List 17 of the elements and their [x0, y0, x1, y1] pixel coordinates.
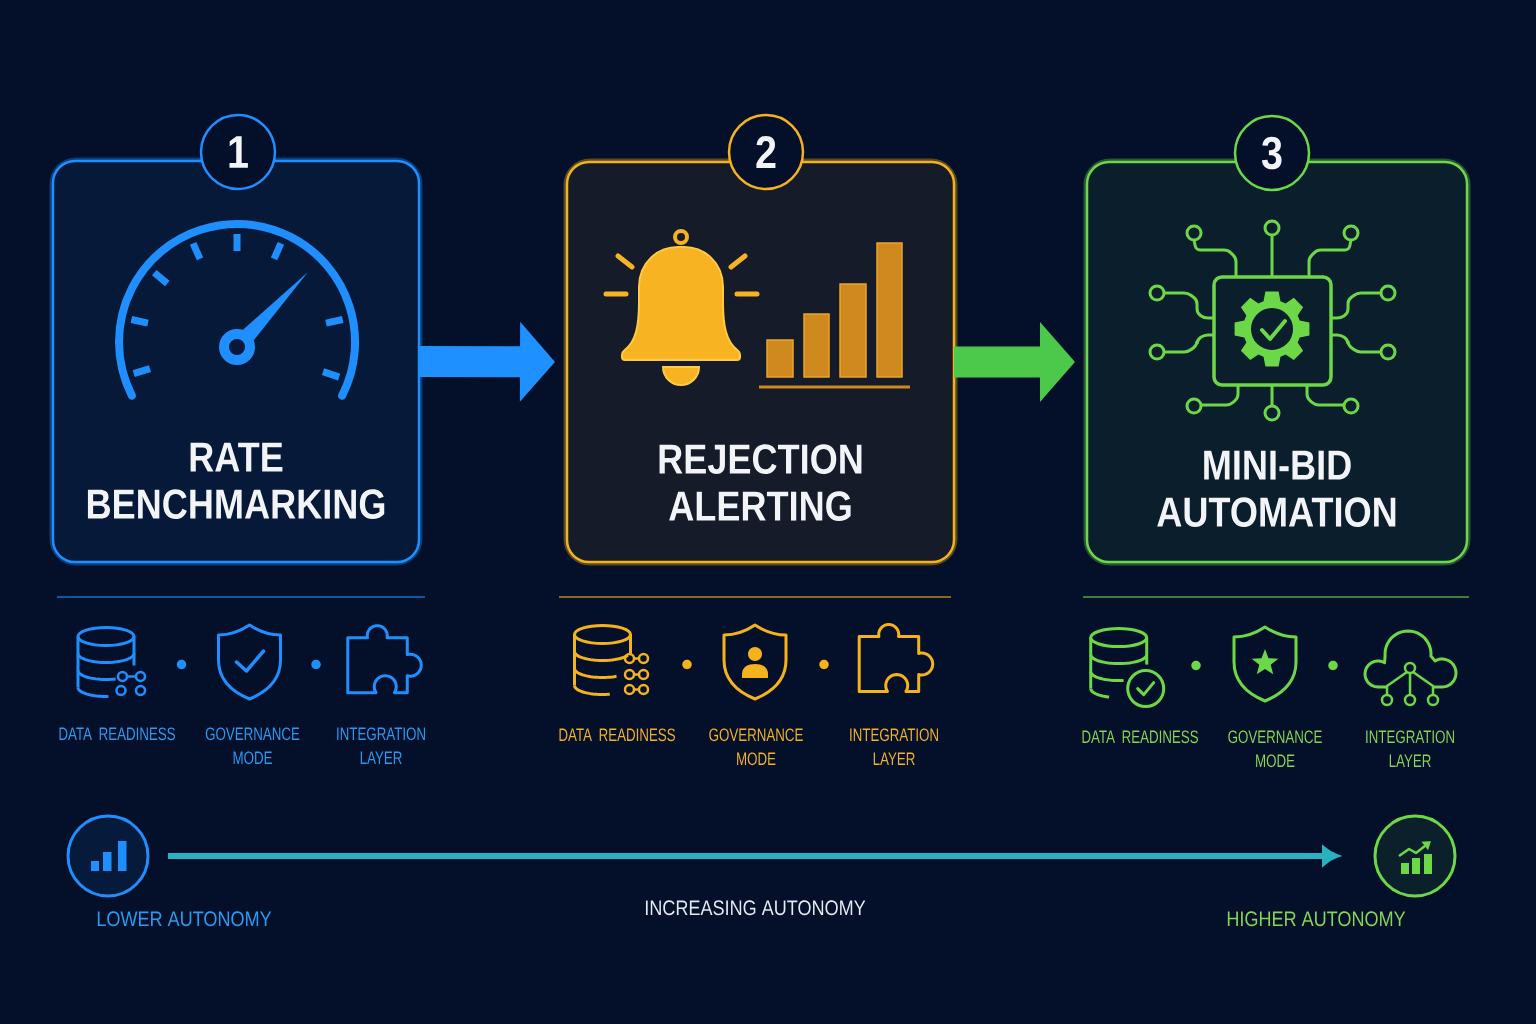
feature-label: DATA READINESS [1082, 730, 1198, 744]
feature-label: DATA READINESS [559, 728, 675, 742]
end-label: LOWER AUTONOMY [97, 911, 272, 927]
number-badge: 1 [199, 113, 277, 191]
feature-label: DATA READINESS [59, 727, 175, 741]
feature-label: INTEGRATION LAYER [337, 727, 425, 764]
edge-label: INCREASING AUTONOMY [640, 896, 870, 920]
icon-circle [66, 814, 150, 898]
feature-label: INTEGRATION LAYER [850, 728, 938, 765]
number-badge: 3 [1233, 114, 1311, 192]
number-badge: 2 [727, 113, 805, 191]
feature-label: INTEGRATION LAYER [1366, 730, 1454, 767]
feature-label: GOVERNANCE MODE [1228, 730, 1322, 768]
feature-label: GOVERNANCE MODE [709, 728, 803, 766]
end-label: HIGHER AUTONOMY [1227, 911, 1406, 927]
feature-label: GOVERNANCE MODE [205, 727, 300, 765]
icon-circle [1373, 814, 1457, 898]
